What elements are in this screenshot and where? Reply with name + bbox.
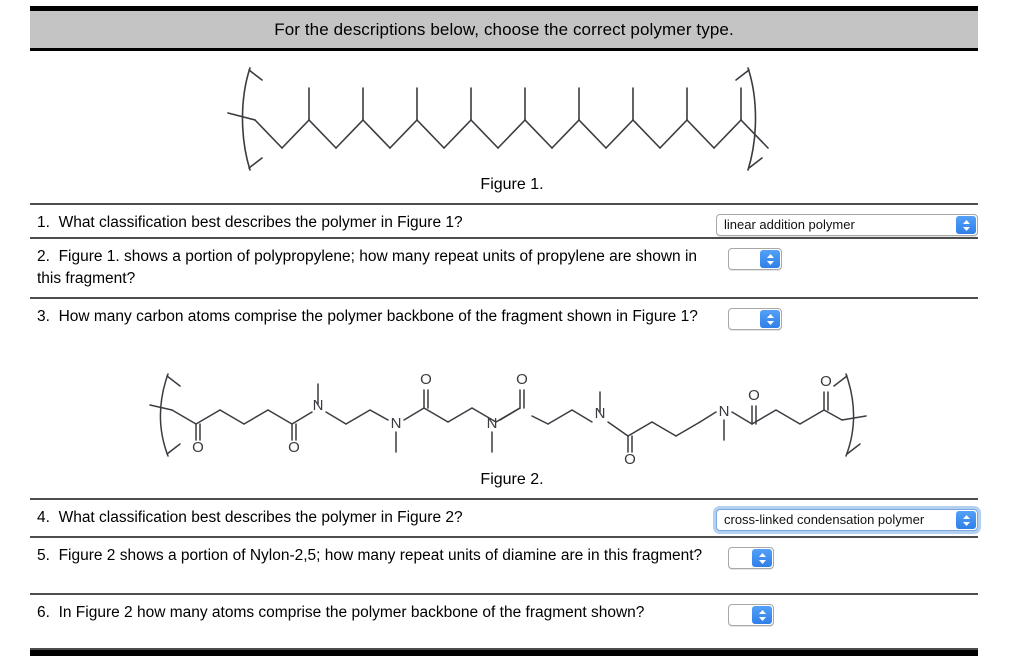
question-1-body: What classification best describes the p… xyxy=(58,214,463,231)
question-row-3: 3. How many carbon atoms comprise the po… xyxy=(30,297,978,357)
polymer-type-select-1[interactable]: linear addition polymer xyxy=(716,214,978,236)
oxygen-label: O xyxy=(820,373,832,390)
oxygen-label: O xyxy=(288,439,300,456)
chevron-updown-icon[interactable] xyxy=(760,250,780,268)
top-rule xyxy=(30,6,978,11)
oxygen-label: O xyxy=(748,387,760,404)
diamine-units-select-5[interactable] xyxy=(728,547,774,569)
question-3-control xyxy=(728,299,782,330)
question-4-body: What classification best describes the p… xyxy=(58,509,463,526)
polymer-type-select-1-value: linear addition polymer xyxy=(724,217,855,232)
oxygen-label: O xyxy=(516,371,528,388)
polymer-type-select-4[interactable]: cross-linked condensation polymer xyxy=(716,509,978,531)
oxygen-label: O xyxy=(192,439,204,456)
chevron-updown-icon[interactable] xyxy=(752,606,772,624)
chevron-updown-icon[interactable] xyxy=(760,310,780,328)
question-5-text: 5. Figure 2 shows a portion of Nylon-2,5… xyxy=(30,538,720,574)
question-row-6: 6. In Figure 2 how many atoms comprise t… xyxy=(30,593,978,650)
question-2-body: Figure 1. shows a portion of polypropyle… xyxy=(37,248,698,287)
question-6-text: 6. In Figure 2 how many atoms comprise t… xyxy=(30,595,720,631)
figure-2-caption: Figure 2. xyxy=(480,471,544,488)
question-row-4: 4. What classification best describes th… xyxy=(30,498,978,536)
nylon-2-5-structure: O O N N O O N N O N O O xyxy=(149,371,867,468)
question-1-number: 1. xyxy=(37,214,50,231)
question-3-text: 3. How many carbon atoms comprise the po… xyxy=(30,299,720,335)
oxygen-label: O xyxy=(420,371,432,388)
question-6-control xyxy=(728,595,774,626)
question-5-number: 5. xyxy=(37,547,50,564)
question-4-control: cross-linked condensation polymer xyxy=(716,500,978,531)
question-5-control xyxy=(728,538,774,569)
figure-2-image: O O N N O O N N O N O O xyxy=(0,360,1024,468)
question-row-1: 1. What classification best describes th… xyxy=(30,203,978,237)
figure-1-caption: Figure 1. xyxy=(480,176,544,193)
page-title: For the descriptions below, choose the c… xyxy=(274,19,734,39)
chevron-updown-icon[interactable] xyxy=(752,549,772,567)
question-row-2: 2. Figure 1. shows a portion of polyprop… xyxy=(30,237,978,297)
backbone-atoms-select-6[interactable] xyxy=(728,604,774,626)
question-1-text: 1. What classification best describes th… xyxy=(30,205,716,241)
question-5-body: Figure 2 shows a portion of Nylon-2,5; h… xyxy=(58,547,703,564)
oxygen-label: O xyxy=(624,451,636,468)
nitrogen-label: N xyxy=(487,415,498,432)
figure-1-image xyxy=(0,58,1024,173)
question-4-number: 4. xyxy=(37,509,50,526)
header-bottom-rule xyxy=(30,48,978,51)
question-row-5: 5. Figure 2 shows a portion of Nylon-2,5… xyxy=(30,536,978,593)
bottom-rule xyxy=(30,650,978,656)
polypropylene-structure xyxy=(227,67,769,171)
question-2-control xyxy=(728,239,782,270)
backbone-carbons-select-3[interactable] xyxy=(728,308,782,330)
polymer-type-select-4-value: cross-linked condensation polymer xyxy=(724,512,925,527)
question-2-number: 2. xyxy=(37,248,50,265)
question-4-text: 4. What classification best describes th… xyxy=(30,500,716,536)
nitrogen-label: N xyxy=(595,405,606,422)
question-6-body: In Figure 2 how many atoms comprise the … xyxy=(58,604,645,621)
header-banner: For the descriptions below, choose the c… xyxy=(30,11,978,48)
question-3-number: 3. xyxy=(37,308,50,325)
chevron-updown-icon[interactable] xyxy=(956,216,976,234)
question-2-text: 2. Figure 1. shows a portion of polyprop… xyxy=(30,239,720,297)
repeat-units-select-2[interactable] xyxy=(728,248,782,270)
question-6-number: 6. xyxy=(37,604,50,621)
question-1-control: linear addition polymer xyxy=(716,205,978,236)
chevron-updown-icon[interactable] xyxy=(956,511,976,529)
question-3-body: How many carbon atoms comprise the polym… xyxy=(58,308,698,325)
nitrogen-label: N xyxy=(719,403,730,420)
nitrogen-label: N xyxy=(313,397,324,414)
nitrogen-label: N xyxy=(391,415,402,432)
